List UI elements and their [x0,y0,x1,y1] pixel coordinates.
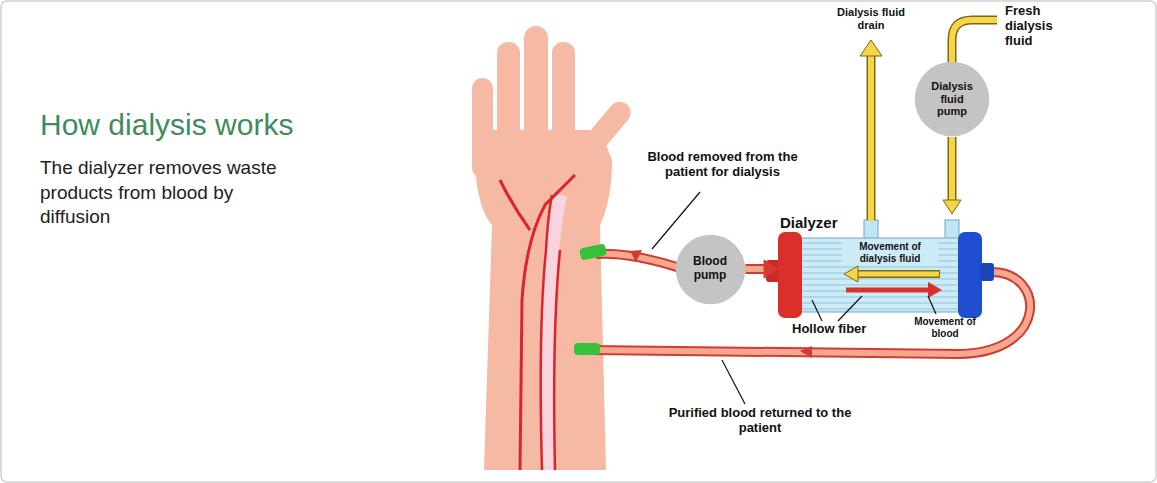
flow-arrows-part [846,288,928,293]
tube-outline [746,264,767,274]
blood-vessels [500,175,575,470]
blood-vessels-part [554,250,560,470]
needle-connectors-part [579,243,607,260]
blood-pump: Blood pump [675,234,746,305]
blood-vessels-part [547,195,560,470]
blood-out-tube [596,250,680,268]
dialyzer-cylinder-part [864,220,878,240]
part-label: Hollow fiber [792,322,902,337]
fresh-fluid-tube-part [952,20,997,67]
component-label: Dialyzer [780,214,838,231]
pump-label: Blood pump [682,255,738,283]
tube-outline [948,137,957,202]
dialyzer-cylinder-part [800,238,960,312]
title: How dialysis works [40,108,293,142]
arrow-head [943,200,961,214]
tube-fill [949,137,955,202]
blood-vessels-part [520,175,575,470]
tube-label: Purified blood returned to the patient [665,406,855,436]
pump-circle-shape [675,234,745,304]
pump-circle-shape [915,62,989,136]
dialyzer-cylinder [766,220,994,318]
dialyzer-cylinder-part [778,232,802,318]
flow-arrows-part [856,270,940,278]
dialyzer: Dialyzer [778,214,994,318]
drain-tube-part [860,40,882,56]
flow-label: Movement of dialysis fluid [842,241,938,264]
flow-label: Movement of blood [905,316,985,339]
tube-label: Blood removed from the patient for dialy… [630,150,815,180]
blood-vessels-part [541,195,552,470]
subtitle: The dialyzer removes waste products from… [40,156,295,230]
tube-connector [746,260,779,278]
dialyzer-cylinder-part [980,263,994,281]
tube-fill [746,266,767,272]
fresh-fluid-tube [952,20,997,67]
flow-arrows-part [844,266,858,282]
tube-connector [943,137,961,214]
dialyzer-cylinder-part [958,232,982,318]
needle-connectors-part [574,343,600,355]
dialysis-fluid-pump: Dialysis fluid pump [914,61,990,137]
fresh-fluid-label: Fresh dialysis fluid [1005,4,1080,49]
flow-arrows-part [928,282,942,298]
arm-drawing [472,26,635,470]
dialyzer-cylinder-part [800,240,960,310]
fresh-fluid-tube-part [952,20,997,66]
arrow-head [764,260,778,278]
arm-drawing-part [474,130,612,470]
drain-tube [860,40,882,221]
leader-lines-part [812,300,822,321]
flow-arrows [844,266,942,298]
needle-connectors [574,243,607,355]
return-tube-part [800,346,812,358]
blood-vessels-part [500,180,530,230]
leader-lines-part [838,296,862,321]
drain-label: Dialysis fluid drain [825,6,917,31]
leader-lines [652,192,936,404]
flow-arrows-part [858,272,939,277]
drain-tube-part [868,55,874,221]
blood-out-tube-part [630,250,642,262]
drain-tube-part [867,54,876,220]
leader-lines-part [722,360,745,404]
pump-label: Dialysis fluid pump [924,80,980,118]
dialyzer-cylinder-part [945,220,959,240]
leader-lines-part [928,296,936,314]
